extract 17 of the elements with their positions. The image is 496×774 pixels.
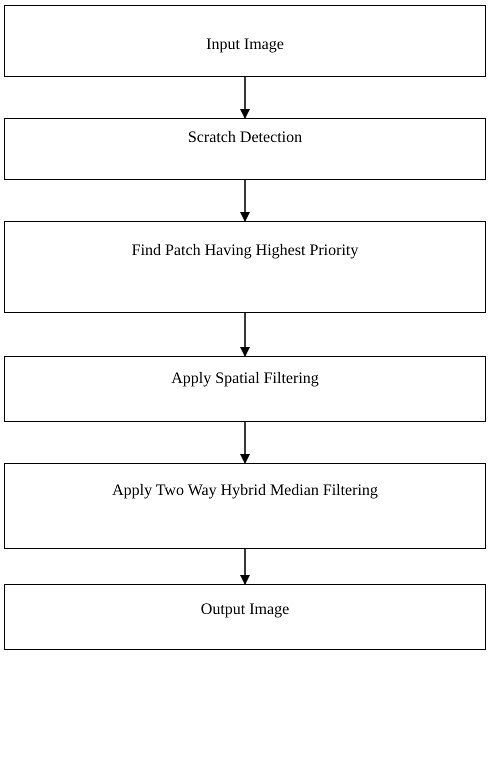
process-box [4, 356, 486, 422]
step-label: Output Image [200, 601, 290, 619]
process-box [4, 5, 486, 77]
arrow [240, 180, 250, 222]
arrow [240, 422, 250, 464]
process-box [4, 221, 486, 313]
arrow [240, 313, 250, 357]
step-label: Apply Two Way Hybrid Median Filtering [112, 482, 378, 500]
step-label: Find Patch Having Highest Priority [132, 242, 358, 260]
process-box [4, 584, 486, 650]
arrow [240, 77, 250, 119]
step-label: Scratch Detection [188, 129, 302, 147]
step-label: Apply Spatial Filtering [171, 370, 319, 388]
process-box [4, 118, 486, 180]
step-label: Input Image [206, 36, 284, 54]
process-box [4, 463, 486, 549]
arrow [240, 549, 250, 585]
